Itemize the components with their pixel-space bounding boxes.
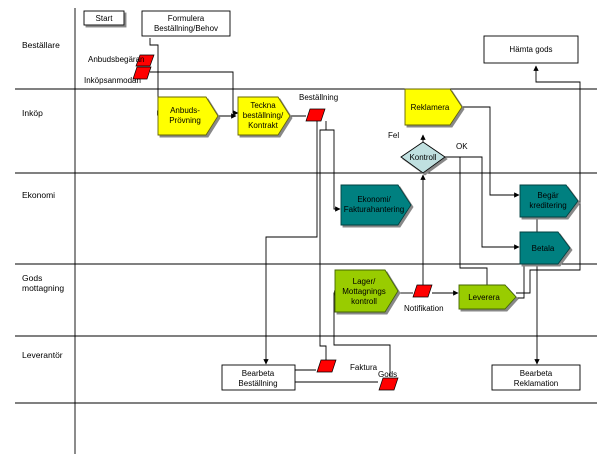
start-node: Start [83, 10, 125, 26]
bearbeta-bestallning-label-2: Beställning [238, 379, 277, 388]
ekonomi-fakturahantering-node: Ekonomi/ Fakturahantering [340, 184, 412, 226]
ok-label: OK [456, 142, 468, 151]
bearbeta-reklamation-label-1: Bearbeta [520, 369, 553, 378]
swimlane-grid [15, 8, 597, 454]
edge-inkopsanmodan-teckna [150, 71, 239, 116]
begar-label-2: kreditering [529, 201, 566, 210]
reklamera-label: Reklamera [411, 103, 450, 112]
lane-labels: Beställare Inköp Ekonomi Gods mottagning… [22, 40, 64, 360]
begar-label-1: Begär [537, 191, 559, 200]
edge-leverera-betala [516, 256, 527, 299]
notifikation-document [412, 284, 433, 298]
edge-labels: Anbudsbegäran Inköpsanmodan Beställning … [84, 55, 468, 379]
kontroll-decision-node: Kontroll [400, 141, 446, 174]
inkopsanmodan-label: Inköpsanmodan [84, 76, 141, 85]
teckna-label-3: Kontrakt [248, 121, 279, 130]
lane-label-leverantor: Leverantör [22, 350, 63, 360]
leverera-label: Leverera [468, 293, 500, 302]
anbudsprovning-node: Anbuds- Prövning [157, 96, 219, 136]
edge-leverera-hamta [516, 65, 581, 294]
bearbeta-bestallning-label-1: Bearbeta [242, 369, 275, 378]
bearbeta-reklamation-label-2: Reklamation [514, 379, 558, 388]
inkopsanmodan-document [132, 66, 152, 80]
bearbeta-bestallning-node: Bearbeta Beställning [221, 364, 296, 391]
edge-bestallning-ekonomi [325, 121, 341, 212]
reklamera-node: Reklamera [404, 88, 463, 126]
connectors [149, 38, 581, 383]
formulera-label-2: Beställning/Behov [154, 24, 218, 33]
document-markers [132, 54, 433, 391]
ekonomi-label-2: Fakturahantering [344, 205, 404, 214]
lane-label-bestallare: Beställare [22, 40, 60, 50]
anbudsprovning-label-2: Prövning [169, 116, 201, 125]
notifikation-label: Notifikation [404, 304, 444, 313]
lager-mottagningskontroll-node: Lager/ Mottagnings kontroll [334, 269, 399, 313]
kontroll-label: Kontroll [409, 153, 436, 162]
anbudsbegaran-label: Anbudsbegäran [88, 55, 145, 64]
anbudsbegaran-document [135, 54, 155, 67]
betala-label: Betala [532, 244, 555, 253]
anbudsprovning-label-1: Anbuds- [170, 106, 200, 115]
lager-label-2: Mottagnings [342, 287, 386, 296]
teckna-label-2: beställning/ [243, 111, 284, 120]
hamta-gods-node: Hämta gods [483, 35, 579, 64]
leverera-node: Leverera [458, 284, 517, 310]
lane-label-mottagning: mottagning [22, 283, 64, 293]
faktura-label: Faktura [350, 363, 378, 372]
betala-node: Betala [519, 231, 571, 265]
lager-label-1: Lager/ [353, 277, 376, 286]
edge-kontroll-betala [445, 156, 520, 250]
fel-label: Fel [388, 131, 399, 140]
lane-label-inkop: Inköp [22, 108, 43, 118]
teckna-kontrakt-node: Teckna beställning/ Kontrakt [237, 96, 291, 136]
hamta-gods-label: Hämta gods [509, 45, 552, 54]
bearbeta-reklamation-node: Bearbeta Reklamation [491, 364, 581, 391]
bestallning-document [305, 108, 326, 122]
edge-bestallning-bearbeta [263, 121, 318, 365]
formulera-node: Formulera Beställning/Behov [141, 10, 231, 37]
bestallning-label: Beställning [299, 93, 338, 102]
edge-faktura-ekonomi [319, 129, 330, 360]
gods-label: Gods [378, 370, 397, 379]
begar-kreditering-node: Begär kreditering [519, 184, 579, 218]
lager-label-3: kontroll [351, 297, 377, 306]
edge-reklamera-begar [462, 106, 520, 198]
formulera-label-1: Formulera [168, 14, 205, 23]
teckna-label-1: Teckna [250, 101, 276, 110]
lane-label-gods: Gods [22, 273, 42, 283]
start-label: Start [96, 14, 114, 23]
faktura-document [316, 359, 337, 373]
ekonomi-label-1: Ekonomi/ [357, 195, 391, 204]
lane-label-ekonomi: Ekonomi [22, 190, 55, 200]
edge-ok-leverera [459, 157, 488, 290]
gods-document [378, 377, 399, 391]
